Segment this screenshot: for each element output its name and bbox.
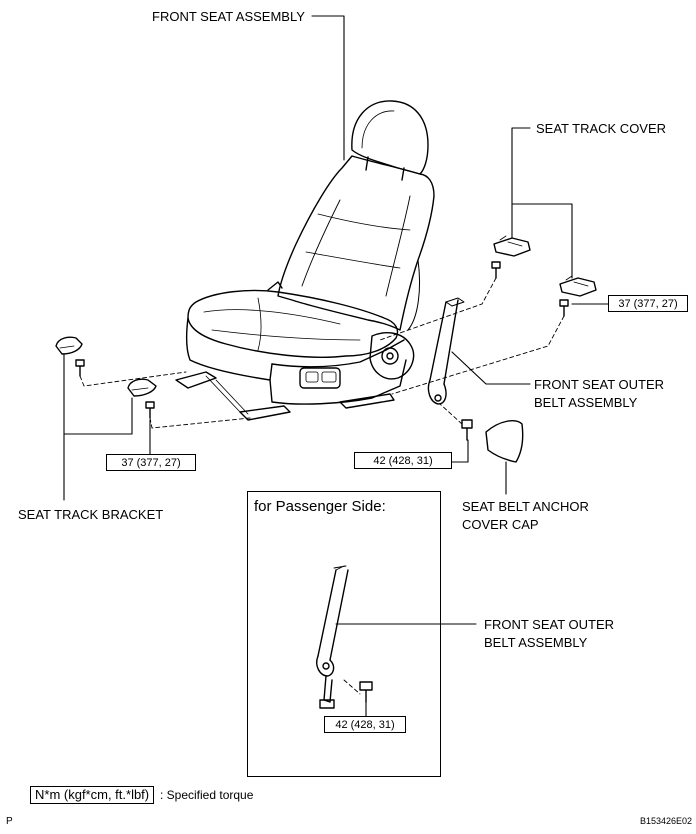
front-seat-drawing [175,100,435,421]
label-front-seat-outer-belt-line1: FRONT SEAT OUTER [534,377,665,392]
torque-legend-unit-box: N*m (kgf*cm, ft.*lbf) [30,786,155,804]
label-anchor-cover-line1: SEAT BELT ANCHOR [462,499,589,514]
label-front-seat-assembly: FRONT SEAT ASSEMBLY [152,9,305,24]
assembly-lines [79,277,565,695]
passenger-belt-label-line2: BELT ASSEMBLY [484,635,588,650]
passenger-belt-drawing [316,565,477,717]
leader-lines [63,15,609,501]
label-front-seat-outer-belt-line2: BELT ASSEMBLY [534,395,638,410]
passenger-panel-title: for Passenger Side: [254,498,386,515]
torque-box-anchor-bolt: 42 (428, 31) [354,452,452,469]
torque-box-passenger-anchor-bolt: 42 (428, 31) [324,716,406,733]
figure-code: B153426E02 [640,816,693,826]
passenger-belt-label-line1: FRONT SEAT OUTER [484,617,615,632]
torque-legend-description: : Specified torque [160,788,254,802]
outer-belt-drawing [427,297,473,441]
torque-box-bracket-bolt: 37 (377, 27) [106,454,196,471]
footer-left-mark: P [6,816,13,827]
label-anchor-cover-line2: COVER CAP [462,517,539,532]
anchor-cover-cap-drawing [485,420,524,463]
label-seat-track-cover: SEAT TRACK COVER [536,121,667,136]
passenger-side-panel [247,491,441,777]
seat-track-bracket-parts [55,336,157,419]
label-seat-track-bracket: SEAT TRACK BRACKET [18,507,164,522]
torque-box-cover-bolt: 37 (377, 27) [608,295,688,312]
